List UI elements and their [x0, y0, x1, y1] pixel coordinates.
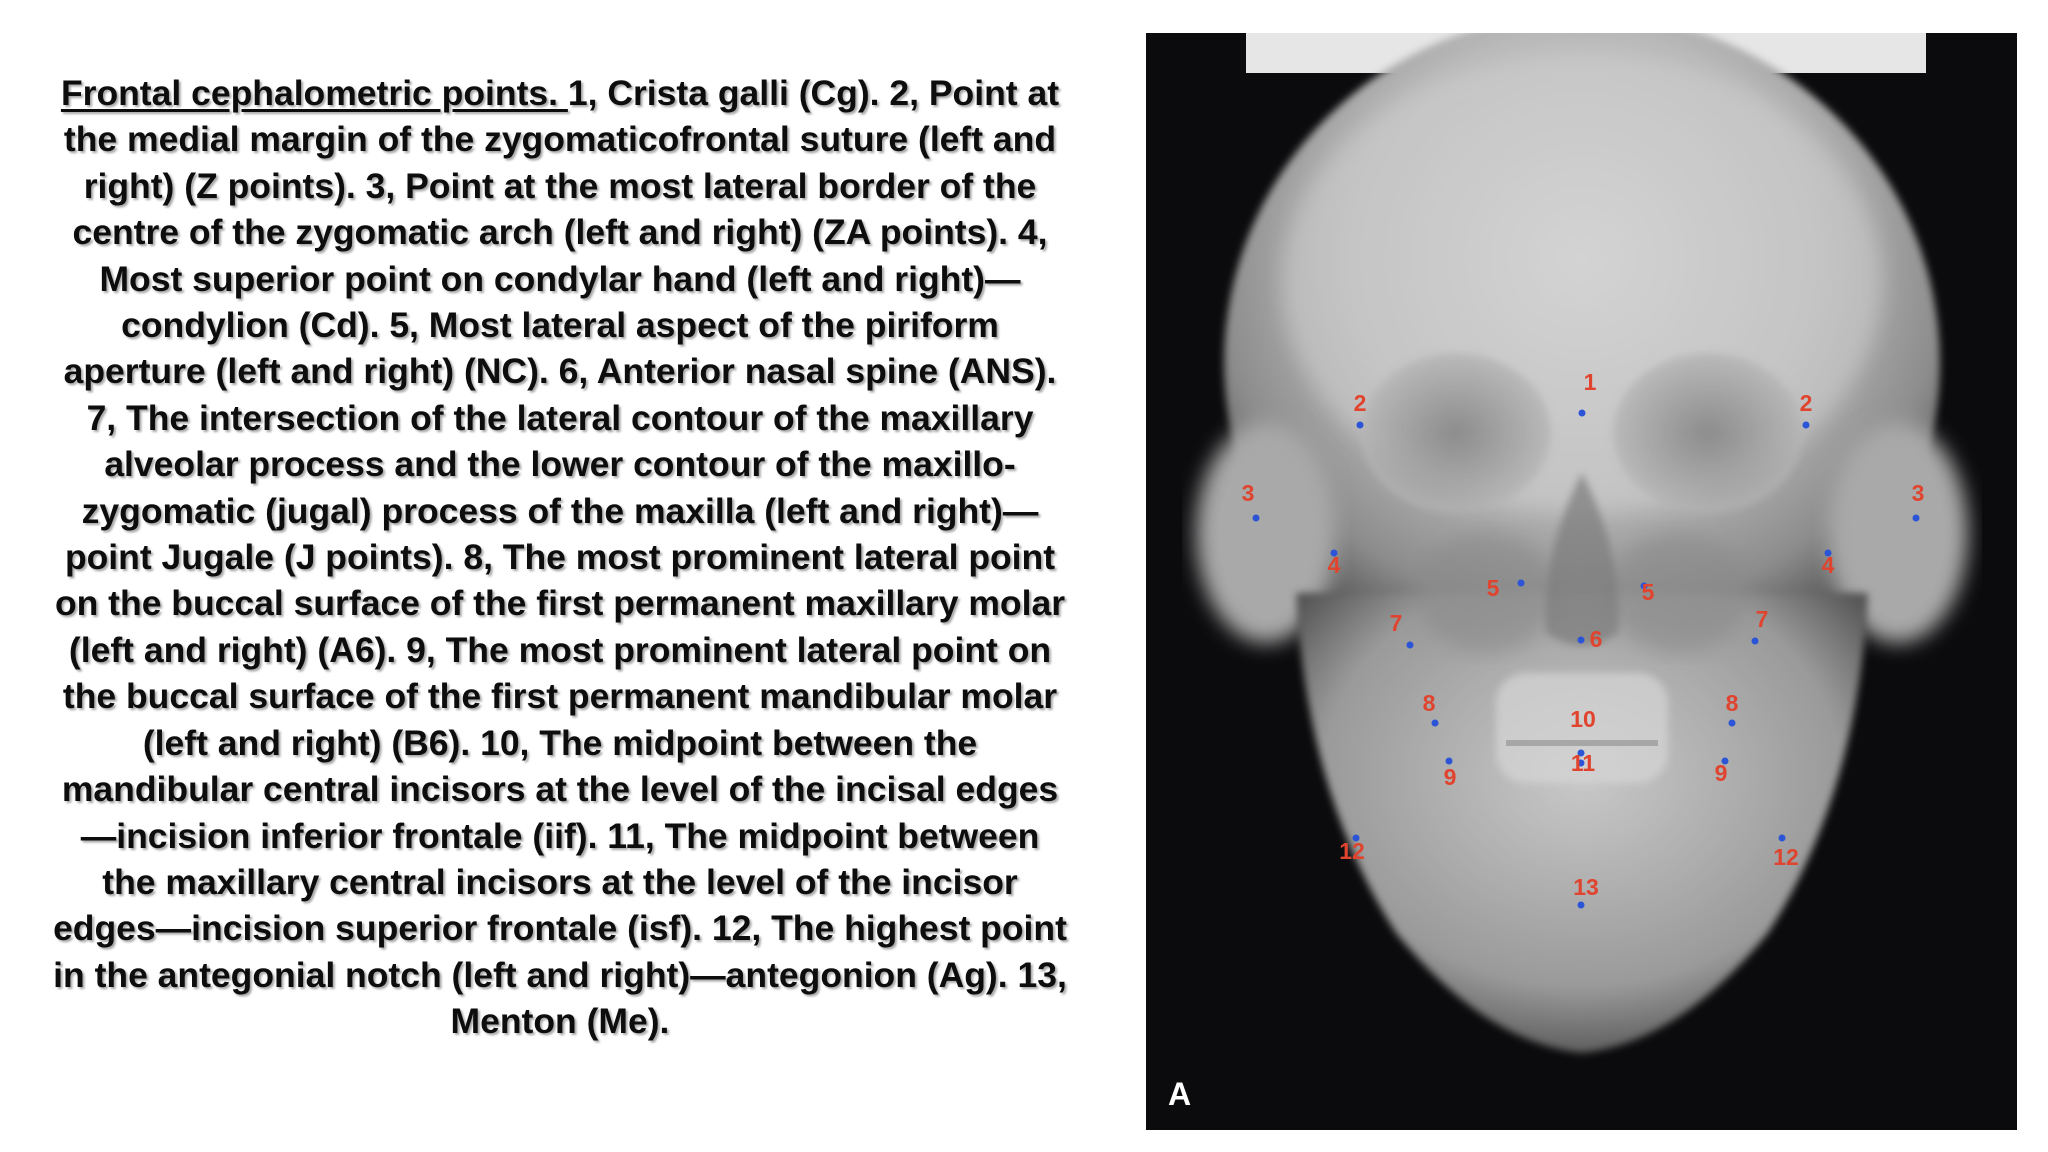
landmark-label: 10	[1570, 706, 1596, 732]
landmark-label: 13	[1573, 874, 1599, 900]
landmark-dot	[1824, 549, 1832, 557]
landmark-dot	[1406, 641, 1414, 649]
landmark-dot	[1577, 636, 1585, 644]
landmark-label: 11	[1571, 750, 1596, 776]
right-sinus	[1608, 533, 1748, 653]
right-orbit	[1613, 353, 1803, 513]
landmark-dot	[1356, 421, 1364, 429]
landmark-dot	[1352, 834, 1360, 842]
left-orbit	[1361, 353, 1551, 513]
landmark-label: 7	[1390, 610, 1403, 636]
landmark-dot	[1577, 759, 1585, 767]
nasal-aperture	[1545, 473, 1619, 646]
dentition	[1496, 673, 1668, 783]
mandible-shape	[1296, 593, 1868, 1053]
landmark-dot	[1578, 409, 1586, 417]
landmark-label: 4	[1822, 552, 1835, 578]
landmark-label: 2	[1800, 390, 1813, 416]
landmark-label: 6	[1590, 626, 1603, 652]
left-zygoma	[1196, 423, 1336, 643]
landmark-dot	[1751, 637, 1759, 645]
landmark-dot	[1577, 749, 1585, 757]
landmark-label: 3	[1912, 480, 1925, 506]
landmark-dot	[1577, 901, 1585, 909]
landmark-dot	[1252, 514, 1260, 522]
panel-letter: A	[1168, 1076, 1191, 1112]
landmark-label: 12	[1773, 844, 1799, 870]
landmark-dot	[1640, 582, 1648, 590]
landmark-dot	[1431, 719, 1439, 727]
landmark-dot	[1721, 757, 1729, 765]
right-zygoma	[1828, 423, 1968, 643]
landmark-label: 8	[1423, 690, 1436, 716]
landmark-dot	[1778, 834, 1786, 842]
caption-heading: Frontal cephalometric points.	[60, 73, 568, 113]
landmark-label: 12	[1339, 838, 1365, 864]
landmark-label: 5	[1487, 575, 1500, 601]
landmark-label: 1	[1584, 369, 1597, 395]
landmark-label: 9	[1715, 760, 1728, 786]
landmark-dot	[1728, 719, 1736, 727]
landmark-dot	[1330, 549, 1338, 557]
landmark-dot	[1802, 421, 1810, 429]
landmark-label: 9	[1444, 764, 1457, 790]
landmark-label: 3	[1242, 480, 1255, 506]
landmark-label: 4	[1328, 552, 1341, 578]
figure-caption: Frontal cephalometric points. 1, Crista …	[52, 70, 1068, 1045]
left-sinus	[1416, 533, 1556, 653]
landmark-dot	[1517, 579, 1525, 587]
landmark-dot	[1912, 514, 1920, 522]
landmark-label: 7	[1756, 606, 1769, 632]
landmark-label: 5	[1642, 579, 1655, 605]
landmark-dot	[1445, 757, 1453, 765]
landmark-label: 2	[1354, 390, 1367, 416]
landmark-label: 8	[1726, 690, 1739, 716]
caption-body: 1, Crista galli (Cg). 2, Point at the me…	[53, 73, 1067, 1042]
